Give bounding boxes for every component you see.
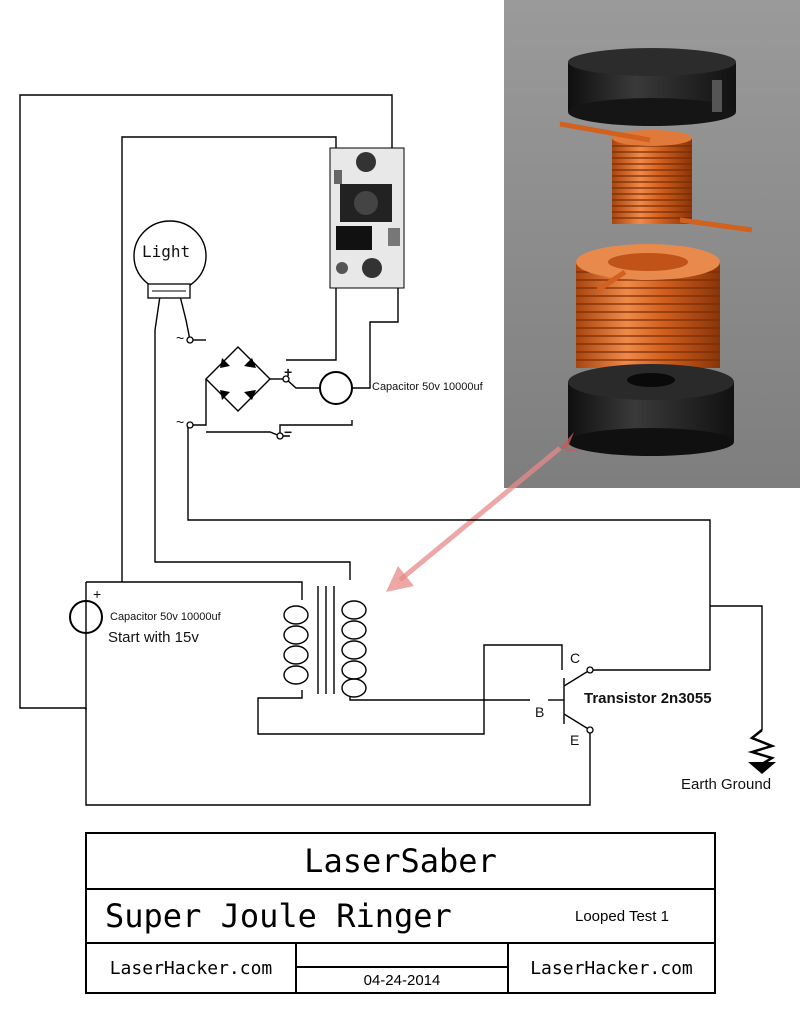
primary-winding bbox=[283, 605, 309, 685]
light-bulb bbox=[133, 220, 207, 299]
circuit-wires bbox=[19, 94, 763, 806]
date-spacer bbox=[297, 944, 507, 968]
transistor-label: Transistor 2n3055 bbox=[584, 690, 712, 707]
pin-c-label: C bbox=[570, 650, 581, 666]
earth-ground-symbol bbox=[747, 729, 776, 774]
terminal-dots bbox=[186, 336, 594, 734]
date: 04-24-2014 bbox=[363, 971, 441, 989]
title-block: LaserSaber Super Joule Ringer Looped Tes… bbox=[85, 832, 716, 994]
start-note: Start with 15v bbox=[108, 629, 199, 646]
secondary-winding bbox=[341, 600, 367, 698]
capacitor-top-label: Capacitor 50v 10000uf bbox=[372, 381, 483, 393]
ac-tilde-top: ~ bbox=[176, 330, 185, 346]
brand-title: LaserSaber bbox=[304, 842, 497, 880]
title-row-footer: LaserHacker.com 04-24-2014 LaserHacker.c… bbox=[87, 944, 714, 992]
title-row-brand: LaserSaber bbox=[87, 834, 714, 890]
ac-tilde-bottom: ~ bbox=[176, 414, 185, 430]
earth-ground-label: Earth Ground bbox=[681, 776, 772, 793]
subtitle: Looped Test 1 bbox=[575, 907, 669, 925]
bridge-rectifier bbox=[220, 358, 256, 400]
light-label: Light bbox=[142, 242, 191, 261]
bridge-plus-label: + bbox=[284, 364, 293, 380]
pointer-arrow bbox=[386, 432, 580, 592]
pin-b-label: B bbox=[535, 704, 545, 720]
capacitor-bottom-symbol bbox=[69, 600, 103, 634]
site-left: LaserHacker.com bbox=[87, 944, 297, 992]
site-right: LaserHacker.com bbox=[507, 944, 714, 992]
pin-e-label: E bbox=[570, 732, 580, 748]
coil-render bbox=[504, 0, 800, 488]
dc-converter-module bbox=[329, 147, 405, 289]
capacitor-top-symbol bbox=[319, 371, 353, 405]
project-title: Super Joule Ringer bbox=[105, 897, 452, 935]
bridge-minus-label: − bbox=[284, 424, 293, 440]
capacitor-bottom-label: Capacitor 50v 10000uf bbox=[110, 611, 221, 623]
title-row-project: Super Joule Ringer Looped Test 1 bbox=[87, 890, 714, 944]
capacitor-plus-label: + bbox=[93, 586, 102, 602]
